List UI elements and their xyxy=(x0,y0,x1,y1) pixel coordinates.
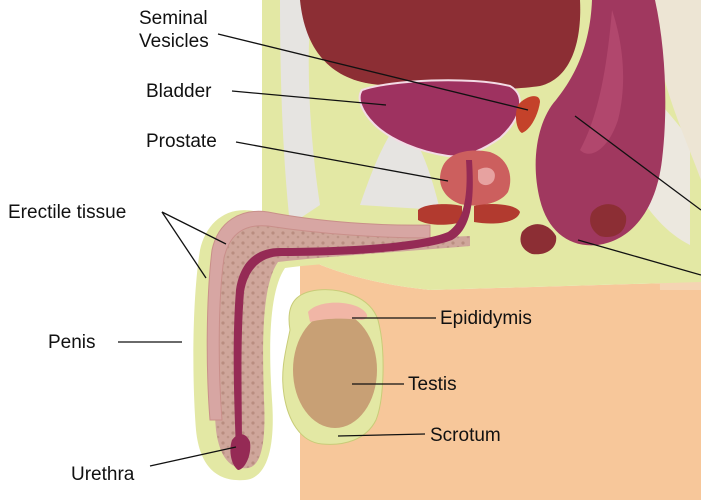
label-seminal-vesicles-line2: Vesicles xyxy=(139,31,209,52)
label-prostate: Prostate xyxy=(146,131,217,152)
thigh-skin xyxy=(300,255,701,500)
label-bladder: Bladder xyxy=(146,81,212,102)
label-epididymis: Epididymis xyxy=(440,308,532,329)
seminal-vesicle xyxy=(515,96,540,133)
colon xyxy=(300,0,581,90)
leader-prostate xyxy=(235,141,449,182)
pelvic-floor-muscle xyxy=(418,204,462,225)
label-seminal-vesicles-line1: Seminal xyxy=(139,8,208,29)
urethra-opening xyxy=(230,434,251,470)
leader-bladder xyxy=(231,90,387,106)
spine-tissue xyxy=(655,0,701,180)
label-penis: Penis xyxy=(48,332,96,353)
leader-erectile-1 xyxy=(161,211,227,245)
leader-erectile-2 xyxy=(161,211,207,279)
label-scrotum: Scrotum xyxy=(430,425,501,446)
leader-scrotum xyxy=(337,433,426,437)
rectum-highlight xyxy=(580,10,624,154)
label-erectile-tissue: Erectile tissue xyxy=(8,202,126,223)
leader-rectum xyxy=(574,115,701,211)
pelvic-floor-muscle-2 xyxy=(474,204,520,224)
leader-anus xyxy=(577,239,701,276)
bladder xyxy=(358,79,521,158)
testis xyxy=(293,312,377,428)
pubic-bone xyxy=(520,224,557,255)
label-testis: Testis xyxy=(408,374,457,395)
leader-seminal-vesicles xyxy=(217,33,529,111)
label-urethra: Urethra xyxy=(71,464,135,485)
prostate xyxy=(440,150,511,206)
epididymis xyxy=(308,302,368,322)
connective-tissue xyxy=(280,0,320,225)
corpus-cavernosum xyxy=(206,210,431,421)
connective-tissue-2 xyxy=(360,120,440,210)
prostate-inner xyxy=(478,167,495,186)
coccyx-bone xyxy=(590,204,627,238)
leader-urethra xyxy=(149,446,237,467)
